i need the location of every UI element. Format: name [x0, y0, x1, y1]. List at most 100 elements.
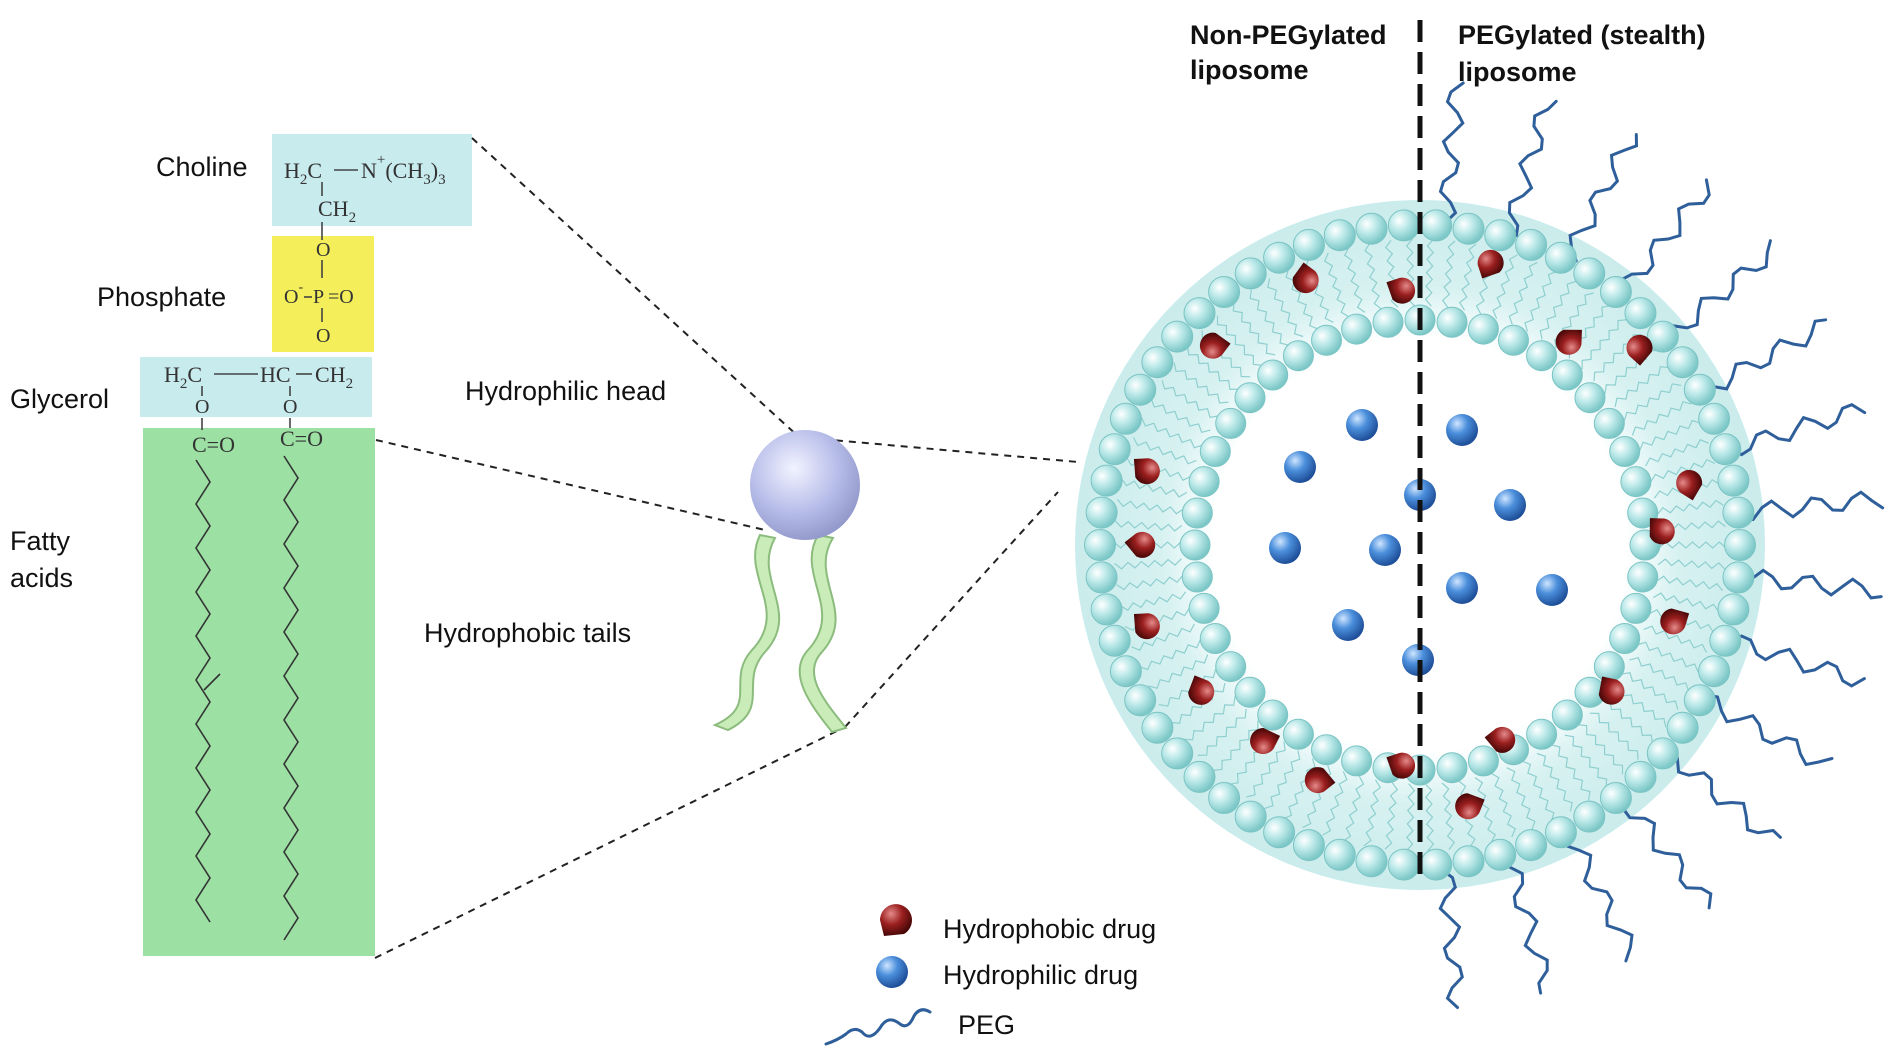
outer-lipid-head	[1452, 845, 1485, 878]
lipid-tail	[1577, 724, 1624, 775]
glycerol-o-right: O	[283, 396, 297, 418]
outer-lipid-head	[1544, 241, 1577, 274]
hydrophilic-drugs	[1269, 409, 1568, 676]
outer-lipid-head	[1183, 297, 1216, 330]
hydrophobic-drug-shape	[1386, 277, 1416, 304]
outer-lipid-head	[1090, 464, 1123, 497]
choline-ch2: CH2	[318, 196, 356, 226]
hydrophobic-drug	[1649, 518, 1675, 545]
lipid-tail	[1655, 575, 1724, 591]
inner-lipid-head	[1234, 382, 1266, 414]
peg-chain	[1568, 133, 1639, 263]
lipid-tail	[1601, 699, 1654, 745]
inner-lipid-head	[1215, 407, 1247, 439]
lipid-tail	[1614, 365, 1670, 408]
hydrophobic-drug	[1386, 752, 1416, 779]
hydrophobic-drug	[1250, 728, 1281, 755]
lipid-tail	[1148, 654, 1209, 689]
lipid-tail	[1342, 775, 1365, 842]
outer-lipid-head	[1084, 529, 1116, 561]
lipid-tail	[1139, 639, 1201, 671]
inner-lipid-head	[1593, 407, 1625, 439]
peg-chain	[1727, 634, 1866, 688]
inner-lipid-head	[1188, 592, 1220, 624]
lipid-tail	[1285, 268, 1319, 330]
inner-lipid-head	[1341, 745, 1373, 777]
double-bond-mark	[203, 673, 221, 691]
outer-lipid-head	[1161, 320, 1194, 353]
hydrophobic-drug	[1133, 613, 1160, 640]
label-choline: Choline	[156, 152, 248, 182]
lipid-tail	[1581, 319, 1628, 370]
lipid-tail	[1589, 712, 1639, 760]
peg-chain	[1507, 99, 1558, 238]
lipid-tail	[1131, 623, 1195, 651]
inner-lipid-head	[1282, 718, 1314, 750]
lipid-tail	[1492, 254, 1518, 319]
lipid-tail	[1441, 782, 1456, 850]
hydrophobic-drug	[1199, 332, 1231, 359]
lipid-tail	[1524, 270, 1558, 332]
outer-lipid-head	[1355, 212, 1388, 245]
outer-lipid-head	[1515, 829, 1548, 862]
lipid-tail	[1173, 362, 1229, 404]
outer-lipid-head	[1234, 257, 1267, 290]
outer-lipid-head	[1709, 624, 1742, 657]
hydrophilic-drug	[1369, 534, 1401, 566]
inner-lipid-head	[1498, 324, 1529, 356]
lipid-tail	[1621, 672, 1679, 710]
peg-chain	[1499, 857, 1549, 995]
lipid-tail	[1643, 625, 1708, 653]
hydrophobic-drug	[1455, 793, 1485, 820]
peg-chain	[1564, 833, 1634, 963]
hydrophilic-drug	[1284, 451, 1316, 483]
peg-chain	[1438, 866, 1464, 1009]
outer-lipid-heads	[1084, 209, 1756, 881]
hydrophobic-drug	[1555, 329, 1582, 355]
phospholipid-schematic	[712, 430, 860, 734]
outer-lipid-head	[1124, 373, 1157, 406]
hydrophobic-drug	[1598, 676, 1625, 705]
outer-lipid-head	[1208, 276, 1241, 308]
legend-peg-icon	[824, 1008, 932, 1046]
lipid-tail	[1384, 782, 1399, 850]
lipid-tail	[1114, 558, 1182, 570]
hydrophobic-drug-shape	[1133, 613, 1160, 640]
label-non-pegylated-1: Non-PEGylated	[1190, 20, 1387, 50]
lipid-tail	[1116, 574, 1184, 591]
liposome	[1075, 20, 1885, 1009]
label-phosphate: Phosphate	[97, 282, 226, 312]
lipid-tail	[1212, 720, 1259, 771]
hydrophobic-drug-shape	[1250, 728, 1281, 755]
glycerol-box	[140, 357, 372, 417]
lipid-tail	[1322, 771, 1348, 836]
label-glycerol: Glycerol	[10, 384, 109, 414]
hydrophobic-drug	[1484, 726, 1516, 753]
hydrophobic-drug	[1660, 608, 1690, 635]
inner-lipid-head	[1257, 699, 1289, 731]
hydrophobic-drug	[1292, 262, 1319, 294]
outer-lipid-head	[1666, 346, 1699, 379]
inner-lipid-head	[1627, 561, 1659, 593]
lipid-tail	[1551, 744, 1591, 801]
lipid-tail	[1264, 750, 1301, 810]
outer-lipid-head	[1085, 496, 1118, 529]
peg-chain	[1673, 744, 1782, 839]
inner-lipid-head	[1609, 436, 1641, 467]
inner-lipid-head	[1179, 529, 1211, 561]
inner-lipid-head	[1257, 359, 1289, 391]
lipid-tail	[1639, 419, 1701, 451]
label-pegylated-2: liposome	[1458, 57, 1577, 87]
outer-lipid-head	[1452, 212, 1485, 245]
lipid-tail	[1323, 252, 1350, 318]
outer-lipid-head	[1161, 737, 1194, 770]
outer-lipid-head	[1263, 241, 1296, 274]
lipid-tail	[1652, 592, 1720, 612]
choline-formula: H2C	[284, 158, 322, 188]
carbonyl-right: C=O	[280, 426, 323, 451]
outer-lipid-head	[1109, 655, 1142, 688]
outer-lipid-head	[1698, 655, 1731, 688]
lipid-tail	[1629, 656, 1690, 692]
lipid-tail	[1508, 261, 1538, 325]
